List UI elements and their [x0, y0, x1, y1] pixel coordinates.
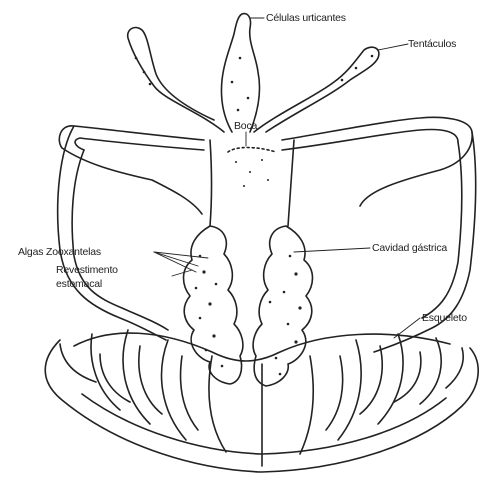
column-wall-left-inner	[72, 150, 168, 330]
pharynx-right-wall	[288, 140, 294, 226]
body-wall-right-inner	[282, 130, 458, 151]
septum-11	[446, 348, 463, 388]
label-boca: Boca	[234, 120, 257, 132]
label-revestimento-line2: estomacal	[56, 278, 102, 290]
septum-5	[209, 356, 226, 452]
septum-9	[378, 334, 403, 424]
column-wall-left	[58, 126, 166, 340]
leader-revestimento	[172, 270, 192, 276]
septum-10	[420, 338, 441, 404]
mouth	[228, 148, 276, 153]
tentacle-right	[254, 47, 379, 132]
label-celulas-urticantes: Células urticantes	[266, 12, 346, 24]
septum-3	[123, 330, 150, 424]
body-wall-left-outer	[59, 126, 204, 214]
leader-tentaculos	[378, 44, 408, 50]
column-wall-right-inner	[422, 142, 462, 318]
septum-7	[300, 356, 313, 454]
pharynx-left-wall	[210, 140, 212, 226]
label-esqueleto: Esqueleto	[422, 312, 467, 324]
label-revestimento-line1: Revestimento	[56, 264, 118, 276]
septum-4	[162, 340, 186, 440]
septum-2	[91, 334, 120, 410]
skeleton-inner-rim	[74, 333, 450, 361]
speckle-group	[135, 55, 374, 376]
septum-inner-3	[181, 356, 198, 430]
septum-inner-2	[139, 346, 162, 414]
septum-inner-5	[360, 346, 382, 414]
septum-inner-4	[326, 356, 343, 430]
septum-inner-6	[394, 352, 421, 402]
tentacle-center	[221, 14, 259, 132]
label-cavidad-gastrica: Cavidad gástrica	[372, 242, 447, 254]
label-tentaculos: Tentáculos	[408, 38, 456, 50]
stomach-lining-right	[253, 226, 312, 386]
label-algas-zooxantelas: Algas Zooxantelas	[18, 246, 101, 258]
body-wall-left-inner	[75, 138, 204, 150]
tentacle-left	[128, 28, 224, 132]
